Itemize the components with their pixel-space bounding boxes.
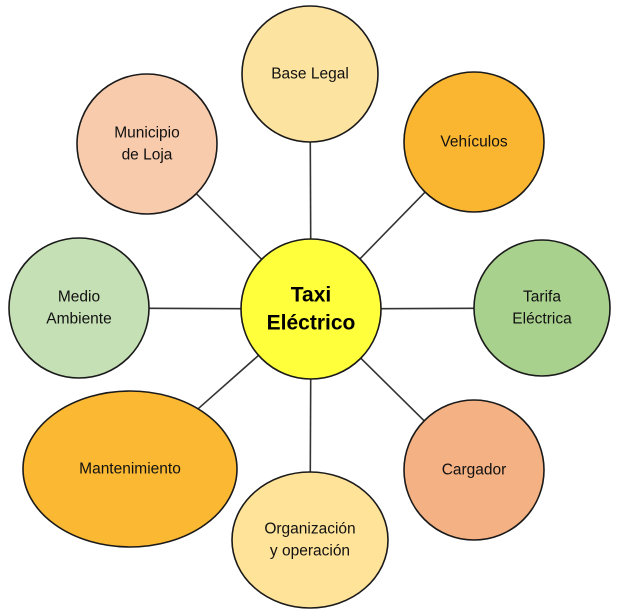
nodes: Base LegalVehículosTarifaEléctricaCargad…: [8, 5, 611, 609]
node-municipio-de-loja-shape: [76, 73, 218, 215]
connector-cargador: [360, 357, 425, 422]
hub-shape: [240, 238, 382, 380]
node-vehiculos: Vehículos: [403, 71, 545, 213]
node-mantenimiento: Mantenimiento: [22, 390, 238, 548]
connector-vehiculos: [359, 191, 426, 260]
node-medio-ambiente-label: Ambiente: [46, 311, 111, 328]
node-vehiculos-label: Vehículos: [440, 134, 507, 151]
hub-label: Eléctrico: [267, 312, 356, 335]
node-municipio-de-loja-label: Municipio: [114, 125, 179, 142]
node-vehiculos-shape: [403, 71, 545, 213]
node-medio-ambiente-label: Medio: [58, 289, 100, 306]
node-cargador-shape: [403, 399, 545, 541]
connector-mantenimiento: [197, 354, 260, 410]
node-cargador: Cargador: [403, 399, 545, 541]
node-mantenimiento-shape: [22, 390, 238, 548]
node-organizacion-operacion-label: Organización: [264, 521, 355, 538]
node-tarifa-electrica-label: Eléctrica: [512, 311, 572, 328]
node-cargador-label: Cargador: [442, 462, 507, 479]
node-medio-ambiente-shape: [8, 237, 150, 379]
node-tarifa-electrica-shape: [473, 239, 611, 377]
node-mantenimiento-label: Mantenimiento: [79, 461, 181, 478]
node-base-legal: Base Legal: [241, 5, 379, 143]
node-base-legal-shape: [241, 5, 379, 143]
hub-label: Taxi: [291, 284, 331, 307]
node-municipio-de-loja-label: de Loja: [122, 147, 173, 164]
node-organizacion-operacion-shape: [231, 471, 389, 609]
connectors: [148, 141, 475, 473]
node-organizacion-operacion: Organización y operación: [231, 471, 389, 609]
node-tarifa-electrica-label: Tarifa: [523, 289, 561, 306]
node-organizacion-operacion-label: y operación: [270, 543, 350, 560]
connector-municipio-de-loja: [195, 193, 263, 260]
node-municipio-de-loja: Municipio de Loja: [76, 73, 218, 215]
node-base-legal-label: Base Legal: [271, 66, 349, 83]
